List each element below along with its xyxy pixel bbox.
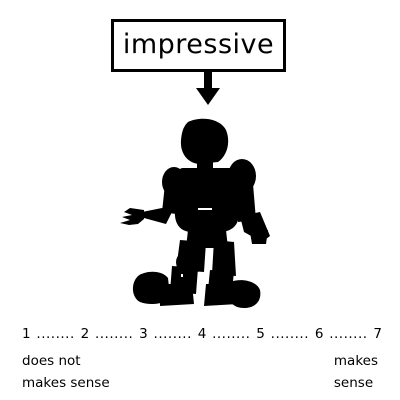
- prompt-word: impressive: [122, 29, 275, 60]
- scale-point-3[interactable]: 3: [139, 326, 148, 342]
- scale-anchor-low: does not makes sense: [22, 350, 110, 394]
- anchor-high-line-1: makes: [333, 353, 378, 369]
- scale-point-6[interactable]: 6: [314, 326, 324, 342]
- scale-point-2[interactable]: 2: [80, 326, 90, 342]
- anchor-low-line-1: does not: [22, 353, 81, 369]
- scale-separator: ........: [329, 326, 368, 342]
- scale-separator: ........: [36, 326, 75, 342]
- scale-separator: ........: [270, 326, 309, 342]
- scale-point-5[interactable]: 5: [256, 326, 265, 342]
- scale-separator: ........: [212, 326, 251, 342]
- scale-point-7[interactable]: 7: [373, 326, 382, 342]
- robot-silhouette: [120, 118, 270, 308]
- scale-point-1[interactable]: 1: [22, 326, 31, 342]
- scale-point-4[interactable]: 4: [197, 326, 207, 342]
- scale-separator: ........: [153, 326, 192, 342]
- scale-anchor-high: makes sense: [334, 350, 378, 394]
- down-arrow-icon: [196, 72, 220, 105]
- rating-scale: 1 ........ 2 ........ 3 ........ 4 .....…: [22, 323, 382, 345]
- anchor-low-line-2: makes sense: [22, 375, 110, 391]
- scale-separator: ........: [94, 326, 134, 342]
- word-box: impressive: [111, 19, 286, 72]
- anchor-high-line-2: sense: [333, 375, 374, 391]
